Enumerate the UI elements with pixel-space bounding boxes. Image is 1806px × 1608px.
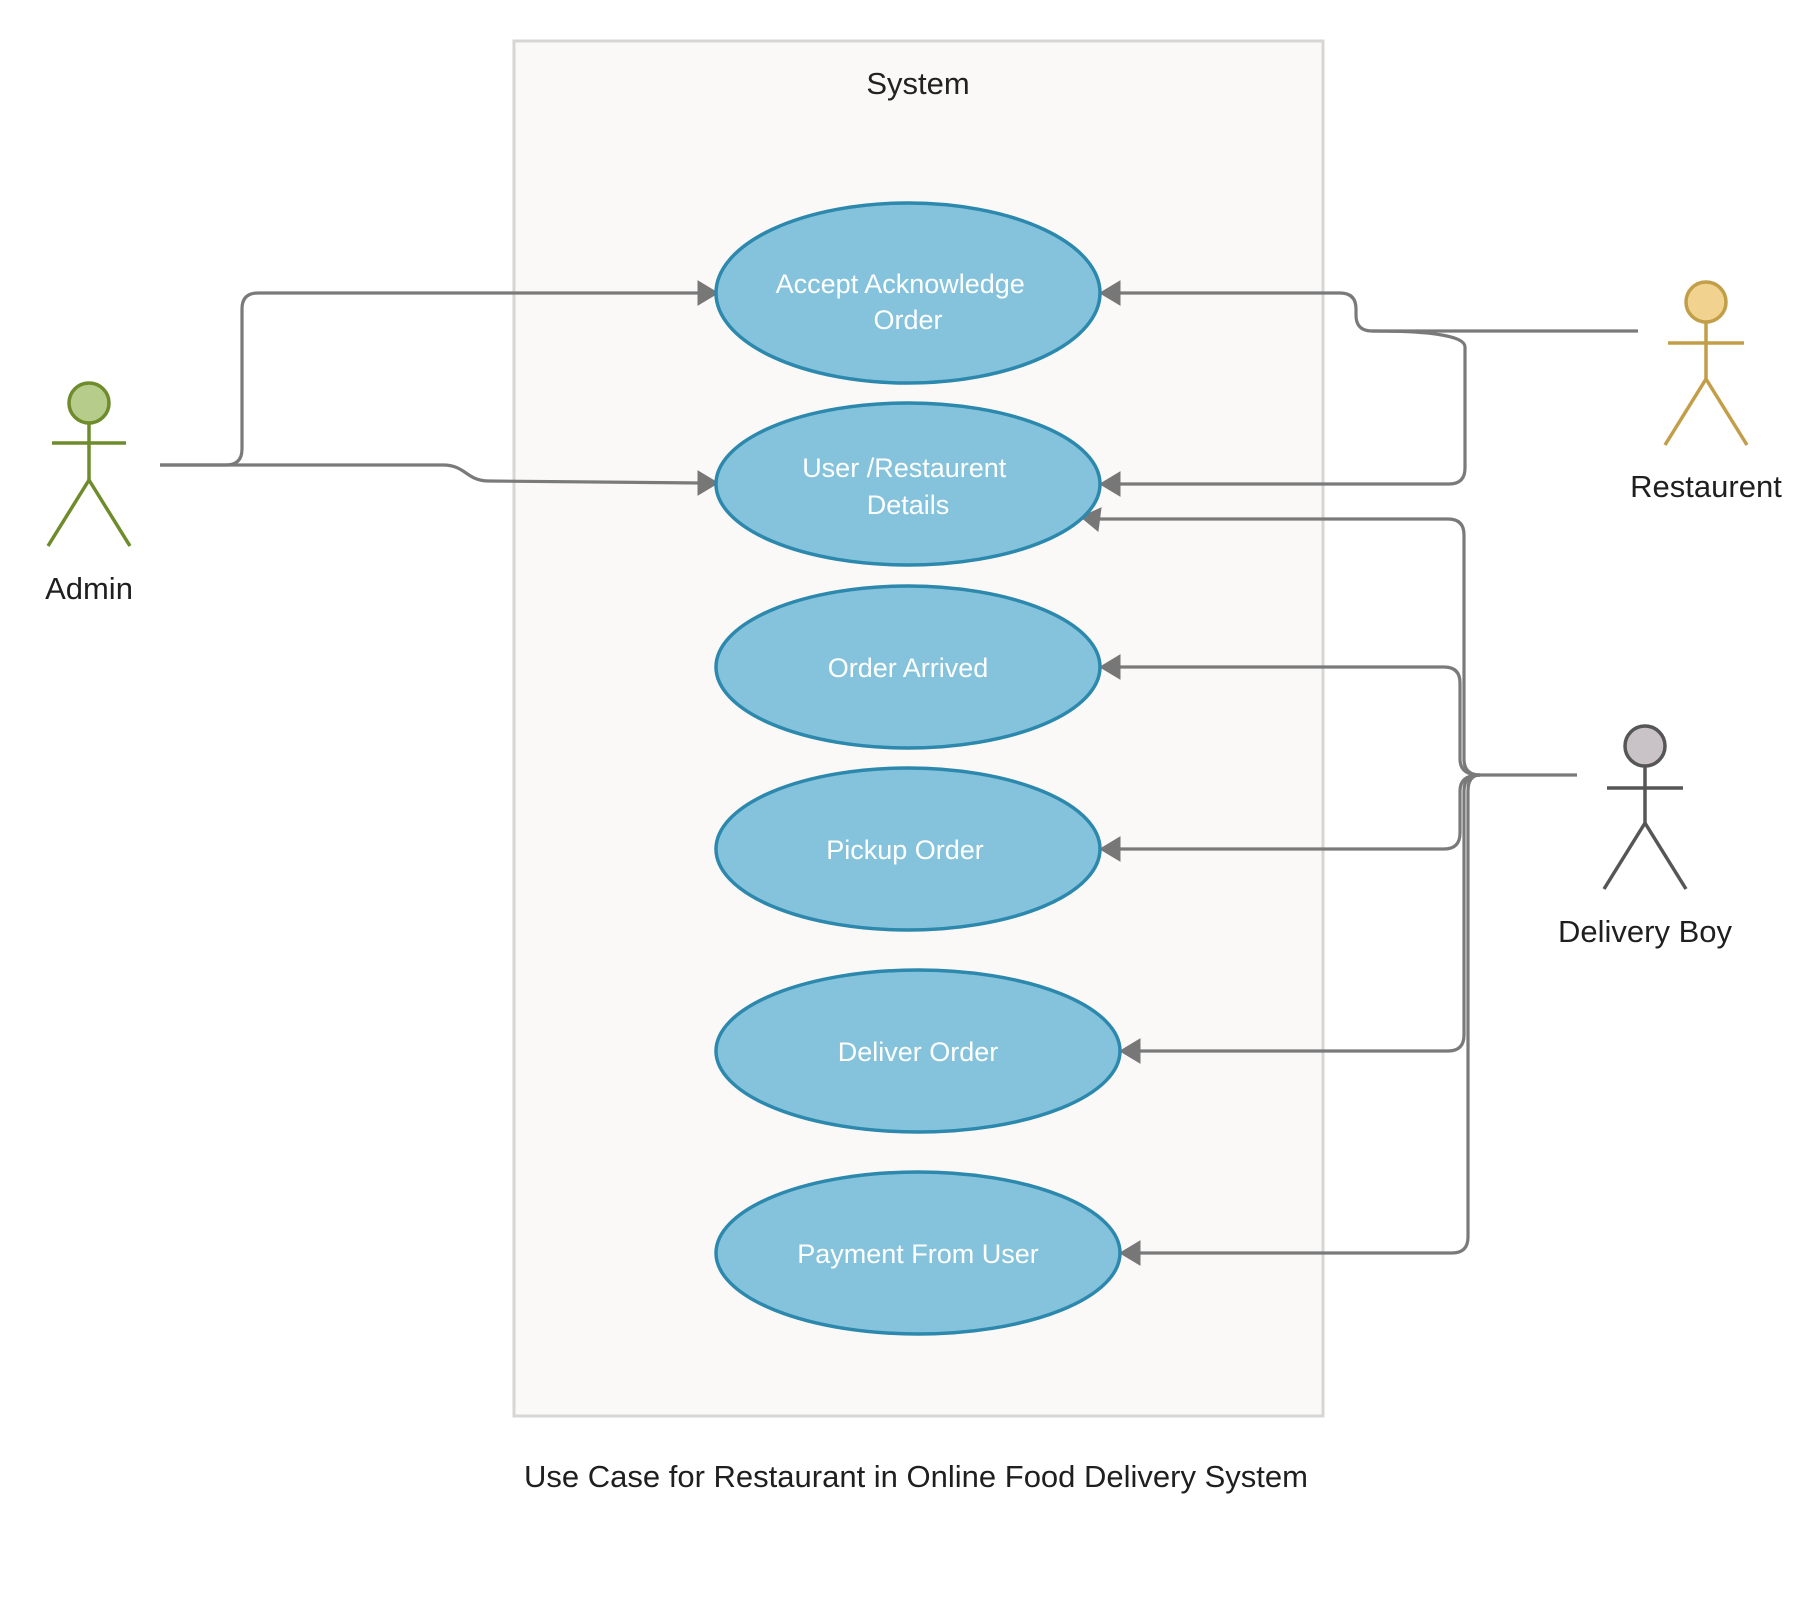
use-case-pickup-order[interactable]: Pickup Order xyxy=(714,766,1102,932)
arrowhead-delivery-uc6 xyxy=(1119,1240,1141,1266)
use-case-ellipse xyxy=(714,401,1102,567)
use-case-label: Order Arrived xyxy=(828,653,989,683)
diagram-caption: Use Case for Restaurant in Online Food D… xyxy=(524,1459,1308,1494)
use-case-label: Pickup Order xyxy=(826,835,984,865)
arrowhead-delivery-uc2 xyxy=(1080,507,1102,532)
connector-delivery-uc3 xyxy=(1117,665,1481,777)
use-case-label: Accept Acknowledge Order xyxy=(776,269,1033,335)
arrowhead-delivery-uc5 xyxy=(1119,1038,1141,1064)
arrowhead-admin-uc1 xyxy=(697,280,719,306)
use-case-user-restaurent-details[interactable]: User /Restaurent Details xyxy=(714,401,1102,567)
use-case-deliver-order[interactable]: Deliver Order xyxy=(714,968,1122,1134)
actor-right-leg xyxy=(1704,378,1749,446)
actor-left-leg xyxy=(1663,378,1708,446)
actor-delivery-boy[interactable]: Delivery Boy xyxy=(1558,724,1732,949)
use-case-label: User /Restaurent Details xyxy=(802,453,1014,520)
use-case-accept-acknowledge-order[interactable]: Accept Acknowledge Order xyxy=(714,201,1102,385)
use-case-ellipse xyxy=(714,968,1122,1134)
actor-head-icon xyxy=(1684,280,1728,324)
arrowhead-delivery-uc4 xyxy=(1099,836,1121,862)
use-case-ellipse xyxy=(714,201,1102,385)
actor-head-icon xyxy=(1623,724,1667,768)
connector-restaurent-uc1 xyxy=(1117,291,1373,333)
use-case-ellipse xyxy=(714,584,1102,750)
actor-head-icon xyxy=(67,381,111,425)
use-case-label: Deliver Order xyxy=(838,1037,999,1067)
use-case-ellipse xyxy=(714,1170,1122,1336)
actor-label: Admin xyxy=(45,571,133,606)
actor-admin[interactable]: Admin xyxy=(45,381,133,606)
connectors xyxy=(160,291,1638,1255)
arrowhead-restaurent-uc2 xyxy=(1099,471,1121,497)
actor-right-leg xyxy=(87,479,132,547)
arrowhead-admin-uc2 xyxy=(697,470,719,496)
arrowhead-restaurent-uc1 xyxy=(1099,280,1121,306)
actor-label: Delivery Boy xyxy=(1558,914,1732,949)
actor-left-leg xyxy=(46,479,91,547)
use-case-ellipse xyxy=(714,766,1102,932)
arrowhead-delivery-uc3 xyxy=(1099,654,1121,680)
actor-restaurent[interactable]: Restaurent xyxy=(1630,280,1782,504)
use-case-payment-from-user[interactable]: Payment From User xyxy=(714,1170,1122,1336)
actor-left-leg xyxy=(1602,822,1647,890)
actor-right-leg xyxy=(1643,822,1688,890)
connector-delivery-uc6 xyxy=(1137,773,1481,1255)
use-case-label: Payment From User xyxy=(797,1239,1039,1269)
connector-restaurent-uc2 xyxy=(1117,329,1467,486)
actor-label: Restaurent xyxy=(1630,469,1782,504)
system-title: System xyxy=(866,66,969,101)
use-case-order-arrived[interactable]: Order Arrived xyxy=(714,584,1102,750)
arrowheads xyxy=(697,280,1141,1266)
connector-admin-uc2 xyxy=(160,463,702,485)
